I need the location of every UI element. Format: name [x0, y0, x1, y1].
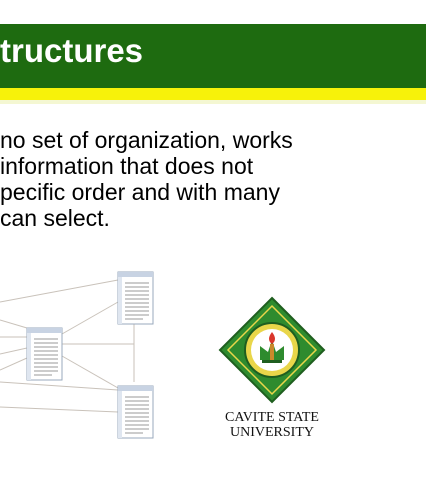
title-bar: tructures: [0, 24, 426, 88]
title-underline-stripe: [0, 88, 426, 100]
university-name: CAVITE STATE UNIVERSITY: [216, 410, 328, 440]
body-line-4: can select.: [0, 205, 110, 231]
slide-title: tructures: [0, 32, 144, 69]
body-line-1: no set of organization, works: [0, 127, 293, 153]
document-node-bottom: [117, 385, 154, 439]
university-name-line-2: UNIVERSITY: [230, 425, 314, 440]
body-line-2: information that does not: [0, 153, 254, 179]
cavite-state-university-logo: CAVITE STATE UNIVERSITY: [216, 296, 328, 446]
document-node-top: [117, 271, 154, 325]
body-line-3: pecific order and with many: [0, 179, 280, 205]
university-seal-icon: [218, 296, 326, 404]
network-structure-diagram: [0, 271, 154, 439]
document-node-middle: [26, 327, 63, 381]
slide-body-text: no set of organization, works informatio…: [0, 127, 420, 231]
university-name-line-1: CAVITE STATE: [225, 410, 319, 425]
connection-lines: [0, 279, 135, 413]
title-underline-shadow: [0, 100, 426, 104]
